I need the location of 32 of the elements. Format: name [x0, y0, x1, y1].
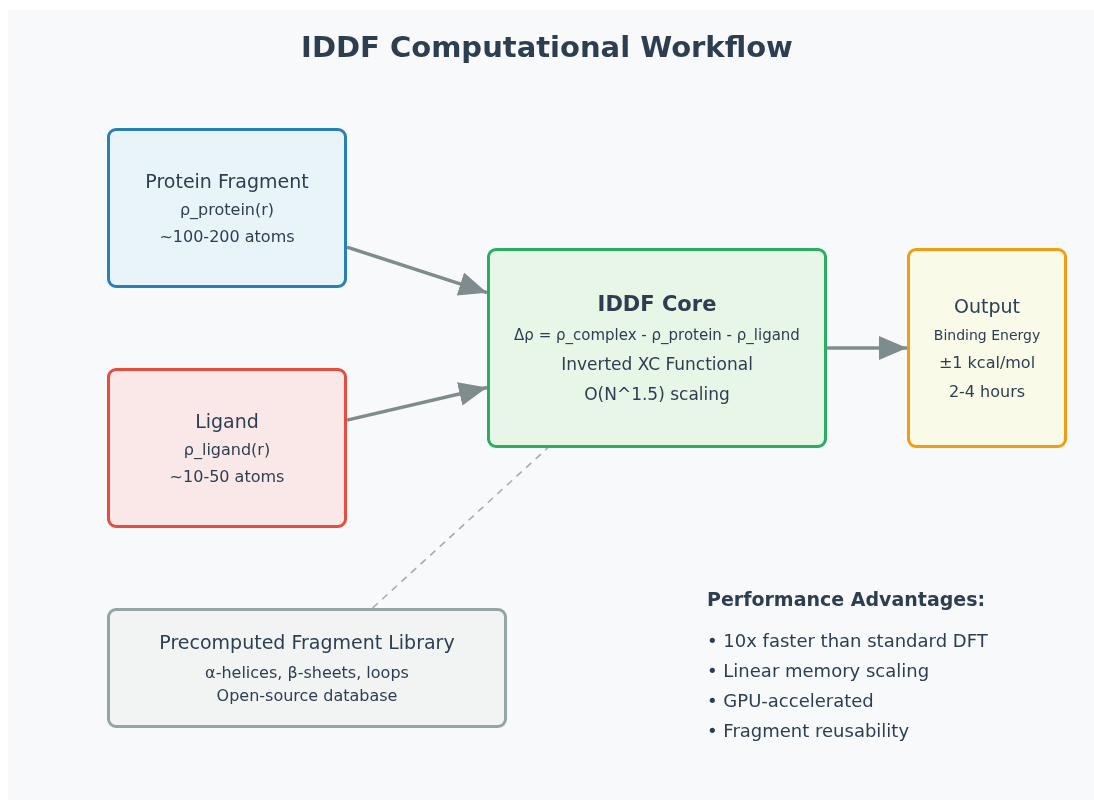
- node-text: ~100-200 atoms: [159, 227, 295, 246]
- node-text: ρ_protein(r): [179, 200, 275, 219]
- node-text: Open-source database: [216, 686, 398, 705]
- bullet-item: • 10x faster than standard DFT: [707, 630, 988, 651]
- node-text: ρ_ligand(r): [183, 440, 271, 459]
- node-heading: Output: [954, 295, 1020, 317]
- section-heading: Performance Advantages:: [707, 588, 986, 610]
- node-text: ~10-50 atoms: [169, 467, 285, 486]
- node-heading: Ligand: [195, 410, 259, 432]
- node-text: α-helices, β-sheets, loops: [205, 663, 409, 682]
- input-box: [107, 368, 347, 528]
- node-text: Δρ = ρ_complex - ρ_protein - ρ_ligand: [514, 326, 800, 344]
- node-text: 2-4 hours: [948, 382, 1026, 401]
- output-box: [907, 248, 1067, 448]
- node-text: ±1 kcal/mol: [938, 353, 1036, 372]
- core-process-box: [487, 248, 827, 448]
- library-box: [107, 608, 507, 728]
- node-text: O(N^1.5) scaling: [584, 384, 730, 404]
- node-heading: Precomputed Fragment Library: [159, 631, 455, 653]
- node-heading: IDDF Core: [597, 292, 717, 316]
- bullet-item: • Linear memory scaling: [707, 660, 930, 681]
- bullet-item: • Fragment reusability: [707, 720, 910, 741]
- input-box: [107, 128, 347, 288]
- diagram-title: IDDF Computational Workflow: [300, 30, 794, 64]
- arrow: [827, 336, 907, 360]
- bullet-item: • GPU-accelerated: [707, 690, 874, 711]
- arrow: [346, 382, 488, 422]
- arrow: [346, 245, 488, 296]
- node-text: Inverted XC Functional: [561, 354, 753, 374]
- node-text: Binding Energy: [933, 327, 1041, 343]
- dashed-connector: [371, 447, 549, 609]
- node-heading: Protein Fragment: [145, 170, 309, 192]
